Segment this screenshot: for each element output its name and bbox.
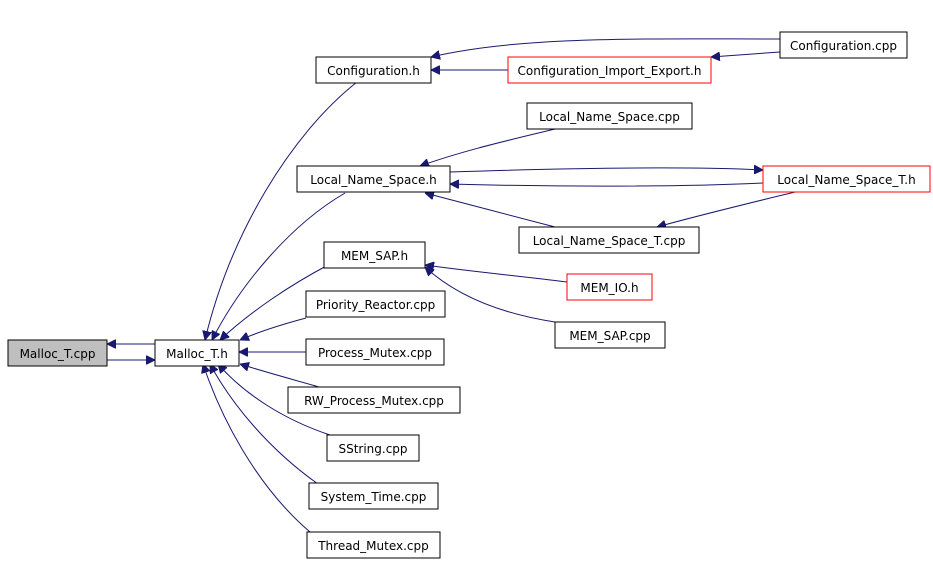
node-thread-mutex-cpp[interactable]: Thread_Mutex.cpp (306, 531, 441, 559)
node-local-name-space-t-cpp[interactable]: Local_Name_Space_T.cpp (518, 226, 700, 254)
node-local-name-space-t-h-label: Local_Name_Space_T.h (777, 173, 915, 187)
edge-local-name-space-t-cpp-to-local-name-space-h (425, 193, 556, 228)
node-mem-sap-h[interactable]: MEM_SAP.h (323, 241, 426, 269)
node-malloc-t-cpp-label: Malloc_T.cpp (20, 347, 96, 361)
node-system-time-cpp-label: System_Time.cpp (321, 490, 427, 504)
node-process-mutex-cpp[interactable]: Process_Mutex.cpp (305, 338, 445, 366)
edges (107, 38, 796, 533)
node-configuration-cpp-label: Configuration.cpp (790, 39, 897, 53)
node-local-name-space-h[interactable]: Local_Name_Space.h (296, 165, 451, 193)
node-thread-mutex-cpp-label: Thread_Mutex.cpp (317, 539, 429, 553)
edge-local-name-space-h-to-local-name-space-t-h (449, 168, 763, 172)
node-mem-sap-cpp[interactable]: MEM_SAP.cpp (554, 321, 666, 349)
edge-local-name-space-t-h-to-local-name-space-t-cpp (657, 191, 796, 227)
nodes: Malloc_T.cpp Malloc_T.h Configuration.h … (7, 31, 931, 559)
node-configuration-import-export-h[interactable]: Configuration_Import_Export.h (507, 56, 712, 84)
node-local-name-space-cpp[interactable]: Local_Name_Space.cpp (526, 102, 693, 130)
edge-local-name-space-h-to-malloc-t-h (212, 192, 346, 340)
edge-mem-io-h-to-mem-sap-h (425, 265, 568, 283)
node-system-time-cpp[interactable]: System_Time.cpp (308, 482, 439, 510)
node-malloc-t-h-label: Malloc_T.h (166, 347, 228, 361)
edge-local-name-space-cpp-to-local-name-space-h (420, 128, 556, 166)
node-priority-reactor-cpp-label: Priority_Reactor.cpp (316, 298, 435, 312)
node-rw-process-mutex-cpp[interactable]: RW_Process_Mutex.cpp (287, 386, 461, 414)
edge-thread-mutex-to-malloc-t-h (203, 364, 311, 533)
node-mem-io-h-label: MEM_IO.h (580, 281, 638, 295)
node-local-name-space-cpp-label: Local_Name_Space.cpp (539, 110, 680, 124)
node-sstring-cpp[interactable]: SString.cpp (326, 434, 420, 462)
edge-configuration-cpp-to-configuration-import-export-h (711, 51, 781, 57)
edge-configuration-cpp-to-configuration-h (431, 38, 781, 57)
edge-local-name-space-t-h-to-local-name-space-h (450, 183, 764, 186)
node-sstring-cpp-label: SString.cpp (338, 442, 407, 456)
node-local-name-space-t-cpp-label: Local_Name_Space_T.cpp (533, 234, 686, 248)
node-mem-sap-h-label: MEM_SAP.h (341, 249, 408, 263)
node-priority-reactor-cpp[interactable]: Priority_Reactor.cpp (305, 290, 446, 318)
node-malloc-t-cpp[interactable]: Malloc_T.cpp (7, 339, 108, 367)
node-configuration-h-label: Configuration.h (327, 64, 420, 78)
edge-configuration-h-to-malloc-t-h (205, 81, 358, 340)
node-rw-process-mutex-cpp-label: RW_Process_Mutex.cpp (304, 394, 444, 408)
node-process-mutex-cpp-label: Process_Mutex.cpp (318, 346, 432, 360)
edge-mem-sap-h-to-malloc-t-h (220, 263, 331, 340)
node-configuration-import-export-h-label: Configuration_Import_Export.h (518, 64, 702, 78)
edge-priority-reactor-to-malloc-t-h (240, 317, 307, 340)
node-configuration-h[interactable]: Configuration.h (315, 56, 432, 84)
edge-sstring-to-malloc-t-h (218, 364, 331, 436)
node-local-name-space-t-h[interactable]: Local_Name_Space_T.h (762, 165, 931, 193)
node-malloc-t-h[interactable]: Malloc_T.h (154, 339, 240, 367)
node-configuration-cpp[interactable]: Configuration.cpp (779, 31, 908, 59)
edge-mem-sap-cpp-to-mem-sap-h (425, 267, 556, 323)
node-mem-sap-cpp-label: MEM_SAP.cpp (569, 329, 650, 343)
node-mem-io-h[interactable]: MEM_IO.h (566, 273, 653, 301)
node-local-name-space-h-label: Local_Name_Space.h (310, 173, 437, 187)
edge-rw-process-mutex-to-malloc-t-h (240, 364, 327, 390)
edge-system-time-to-malloc-t-h (210, 364, 319, 485)
